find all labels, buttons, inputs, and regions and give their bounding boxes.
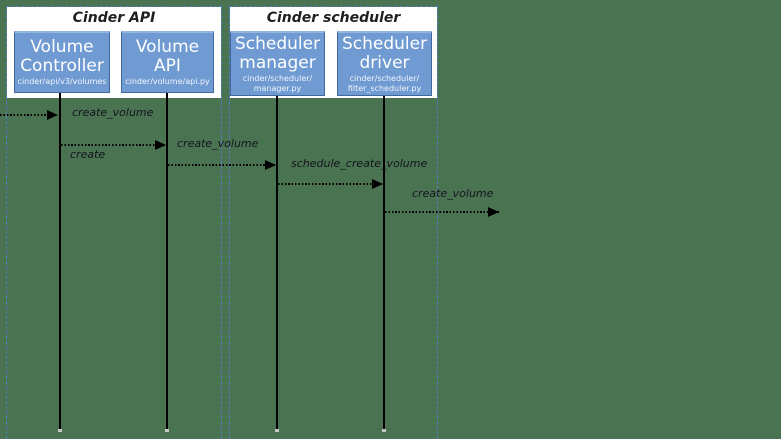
actor-path-line: cinder/api/v3/volumes: [17, 77, 107, 87]
message-label: schedule_create_volume: [291, 157, 428, 170]
actor-path-line: cinder/scheduler/: [242, 74, 313, 84]
actor-name: Scheduler driver: [341, 34, 428, 74]
actor-name: Scheduler manager: [234, 34, 321, 74]
actor-module-path: cinder/volume/api.py: [125, 77, 210, 86]
arrowhead-icon: [265, 160, 276, 170]
message-label: create_volume: [412, 187, 494, 200]
lifeline-volume-controller: [58, 92, 62, 432]
frame-title: Cinder scheduler: [266, 10, 401, 26]
message-label: create: [70, 148, 106, 161]
actor-volume-controller: Volume Controller cinder/api/v3/volumes: [14, 31, 110, 93]
arrowhead-icon: [47, 110, 58, 120]
actor-name: Volume API: [135, 37, 200, 77]
message-arrow-create: [61, 140, 166, 150]
message-label: create_volume: [177, 137, 259, 150]
message-arrow-create-volume-to-manager: [168, 160, 276, 170]
arrowhead-icon: [488, 207, 499, 217]
actor-module-path: cinder/scheduler/ filter_scheduler.py: [348, 74, 421, 92]
actor-name: Volume Controller: [20, 37, 104, 77]
message-arrow-create-volume-out: [385, 207, 499, 217]
actor-path-line: cinder/scheduler/: [349, 74, 420, 84]
actor-volume-api: Volume API cinder/volume/api.py: [121, 31, 214, 93]
actor-module-path: cinder/scheduler/ manager.py: [243, 74, 313, 92]
actor-module-path: cinder/api/v3/volumes: [18, 77, 107, 86]
actor-path-line: manager.py: [253, 83, 302, 93]
actor-path-line: cinder/volume/api.py: [125, 77, 210, 87]
lifeline-volume-api: [165, 92, 169, 432]
actor-scheduler-driver: Scheduler driver cinder/scheduler/ filte…: [337, 31, 432, 96]
arrowhead-icon: [155, 140, 166, 150]
message-arrow-create-volume-in: [0, 110, 58, 120]
lifeline-scheduler-driver: [382, 95, 386, 432]
message-label: create_volume: [72, 106, 154, 119]
message-arrow-schedule-create-volume: [278, 179, 383, 189]
actor-scheduler-manager: Scheduler manager cinder/scheduler/ mana…: [230, 31, 325, 96]
arrowhead-icon: [372, 179, 383, 189]
actor-path-line: filter_scheduler.py: [347, 83, 422, 93]
frame-title: Cinder API: [72, 10, 156, 26]
lifeline-scheduler-manager: [275, 95, 279, 432]
